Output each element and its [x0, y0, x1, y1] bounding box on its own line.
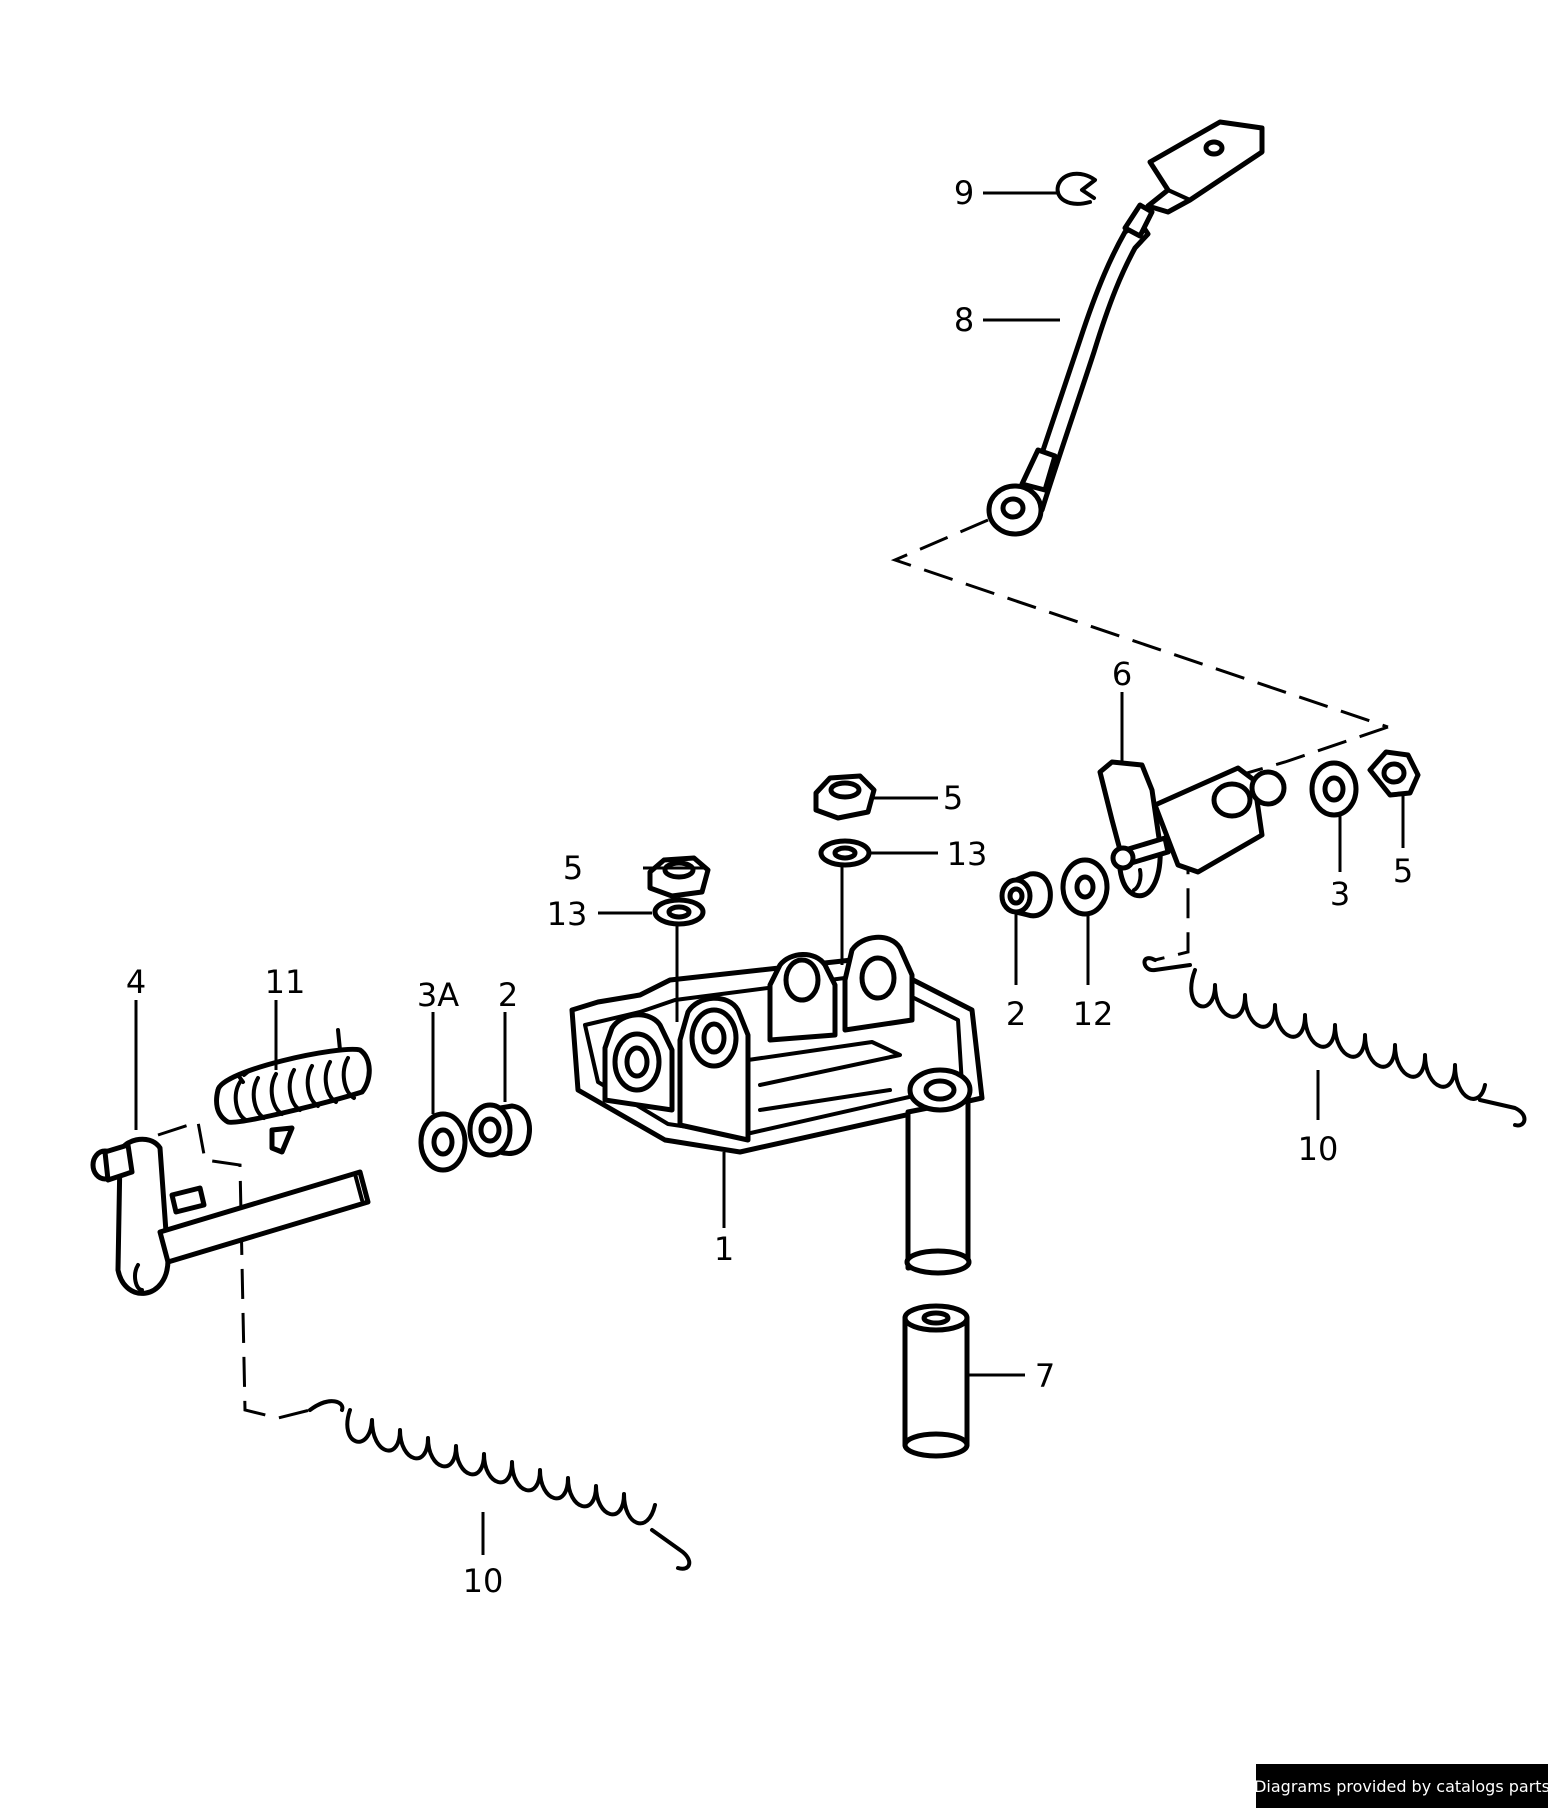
callout-8: 8: [954, 301, 974, 339]
callout-11: 11: [265, 963, 306, 1001]
leader-lines: [134, 191, 1405, 1555]
right-side-fasteners: [999, 749, 1421, 919]
callout-5-center-left: 5: [563, 849, 583, 887]
shift-rod-part-8: [986, 119, 1265, 537]
retaining-clip-part-9: [1055, 171, 1097, 206]
tension-spring-part-10-right: [1142, 956, 1527, 1128]
callout-7: 7: [1035, 1357, 1055, 1395]
callout-10-right: 10: [1298, 1130, 1339, 1168]
lever-shaft-part-4: [90, 1136, 371, 1296]
callout-2-left: 2: [498, 976, 518, 1014]
diagram-credit-badge: Diagrams provided by catalogs parts: [1254, 1764, 1548, 1808]
callout-13-center-top: 13: [947, 835, 988, 873]
callout-13-center-left: 13: [547, 895, 588, 933]
callout-5-right: 5: [1393, 852, 1413, 890]
torsion-spring-part-11: [214, 1028, 372, 1155]
tension-spring-part-10-left: [308, 1399, 692, 1571]
callout-5-center-top: 5: [943, 779, 963, 817]
assembly-guide-lines: [157, 518, 1389, 1420]
left-fasteners: [418, 1102, 532, 1173]
callout-2-right: 2: [1006, 995, 1026, 1033]
callout-12: 12: [1073, 995, 1114, 1033]
callout-3A: 3A: [417, 976, 459, 1014]
callout-10-left: 10: [463, 1562, 504, 1600]
callout-9: 9: [954, 174, 974, 212]
callout-3: 3: [1330, 875, 1350, 913]
callout-1: 1: [714, 1230, 734, 1268]
lever-part-6: [1097, 759, 1287, 899]
center-fasteners: [647, 773, 877, 927]
bracket-assembly-part-1: [569, 934, 985, 1276]
callout-4: 4: [126, 963, 146, 1001]
sleeve-part-7: [902, 1303, 970, 1459]
credit-text: Diagrams provided by catalogs parts: [1254, 1776, 1548, 1796]
callout-6: 6: [1112, 655, 1132, 693]
callout-labels: 9 8 6 5 13 5 13 3 5 2 12 4 11 3A 2 1 7 1…: [126, 174, 1413, 1600]
